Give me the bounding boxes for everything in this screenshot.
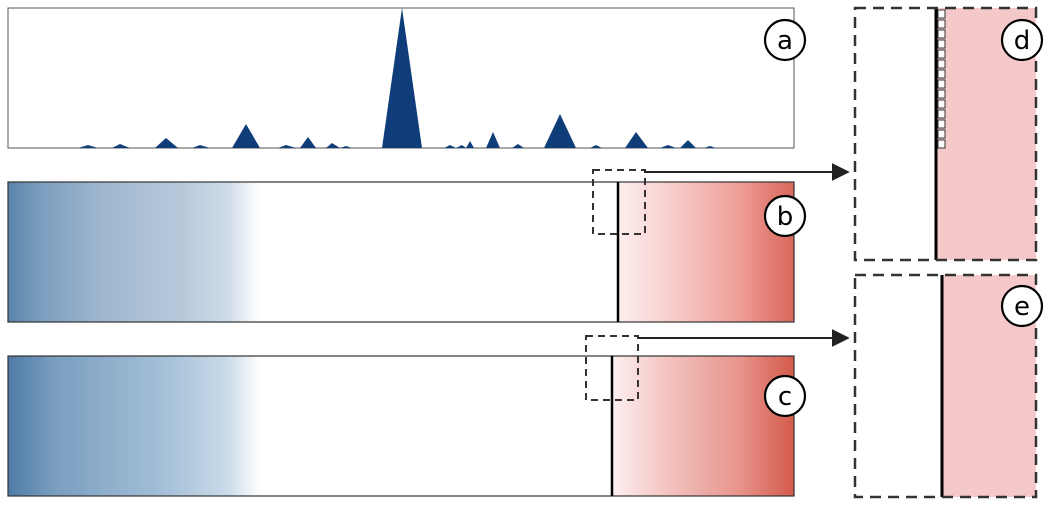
panel-c-label: c bbox=[763, 374, 807, 418]
panel-b-frame bbox=[7, 181, 795, 323]
ladder-cell bbox=[937, 79, 946, 89]
panel-e-frame bbox=[853, 273, 1038, 499]
svg-text:e: e bbox=[1014, 292, 1030, 322]
ladder-cell bbox=[937, 119, 946, 129]
panel-a: a bbox=[7, 7, 807, 149]
ladder-cell bbox=[937, 99, 946, 109]
ladder-cell bbox=[937, 129, 946, 139]
ladder-cell bbox=[937, 9, 946, 19]
panel-a-label: a bbox=[763, 18, 807, 62]
panel-e: e bbox=[853, 273, 1044, 499]
panel-d-ladder bbox=[937, 9, 946, 149]
panel-c-frame bbox=[7, 355, 795, 497]
ladder-cell bbox=[937, 39, 946, 49]
panel-d-label: d bbox=[1000, 18, 1044, 62]
panel-c: c bbox=[7, 335, 807, 497]
ladder-cell bbox=[937, 59, 946, 69]
ladder-cell bbox=[937, 139, 946, 149]
panel-e-label: e bbox=[1000, 284, 1044, 328]
panel-b: b bbox=[7, 169, 807, 323]
svg-text:b: b bbox=[777, 202, 794, 232]
panel-c-zoom-box bbox=[585, 335, 639, 401]
panel-d-frame bbox=[853, 6, 1038, 262]
arrow-right-icon bbox=[644, 163, 850, 181]
panel-d: d bbox=[853, 6, 1044, 262]
panel-a-spikes bbox=[8, 8, 794, 148]
ladder-cell bbox=[937, 49, 946, 59]
svg-text:d: d bbox=[1014, 26, 1031, 56]
ladder-cell bbox=[937, 19, 946, 29]
ladder-cell bbox=[937, 29, 946, 39]
panel-c-red-gradient bbox=[612, 356, 794, 496]
ladder-cell bbox=[937, 109, 946, 119]
ladder-cell bbox=[937, 69, 946, 79]
svg-text:a: a bbox=[777, 26, 793, 56]
svg-text:c: c bbox=[778, 382, 792, 412]
panel-b-zoom-box bbox=[592, 169, 646, 235]
panel-b-red-gradient bbox=[618, 182, 794, 322]
panel-b-label: b bbox=[763, 194, 807, 238]
ladder-cell bbox=[937, 89, 946, 99]
